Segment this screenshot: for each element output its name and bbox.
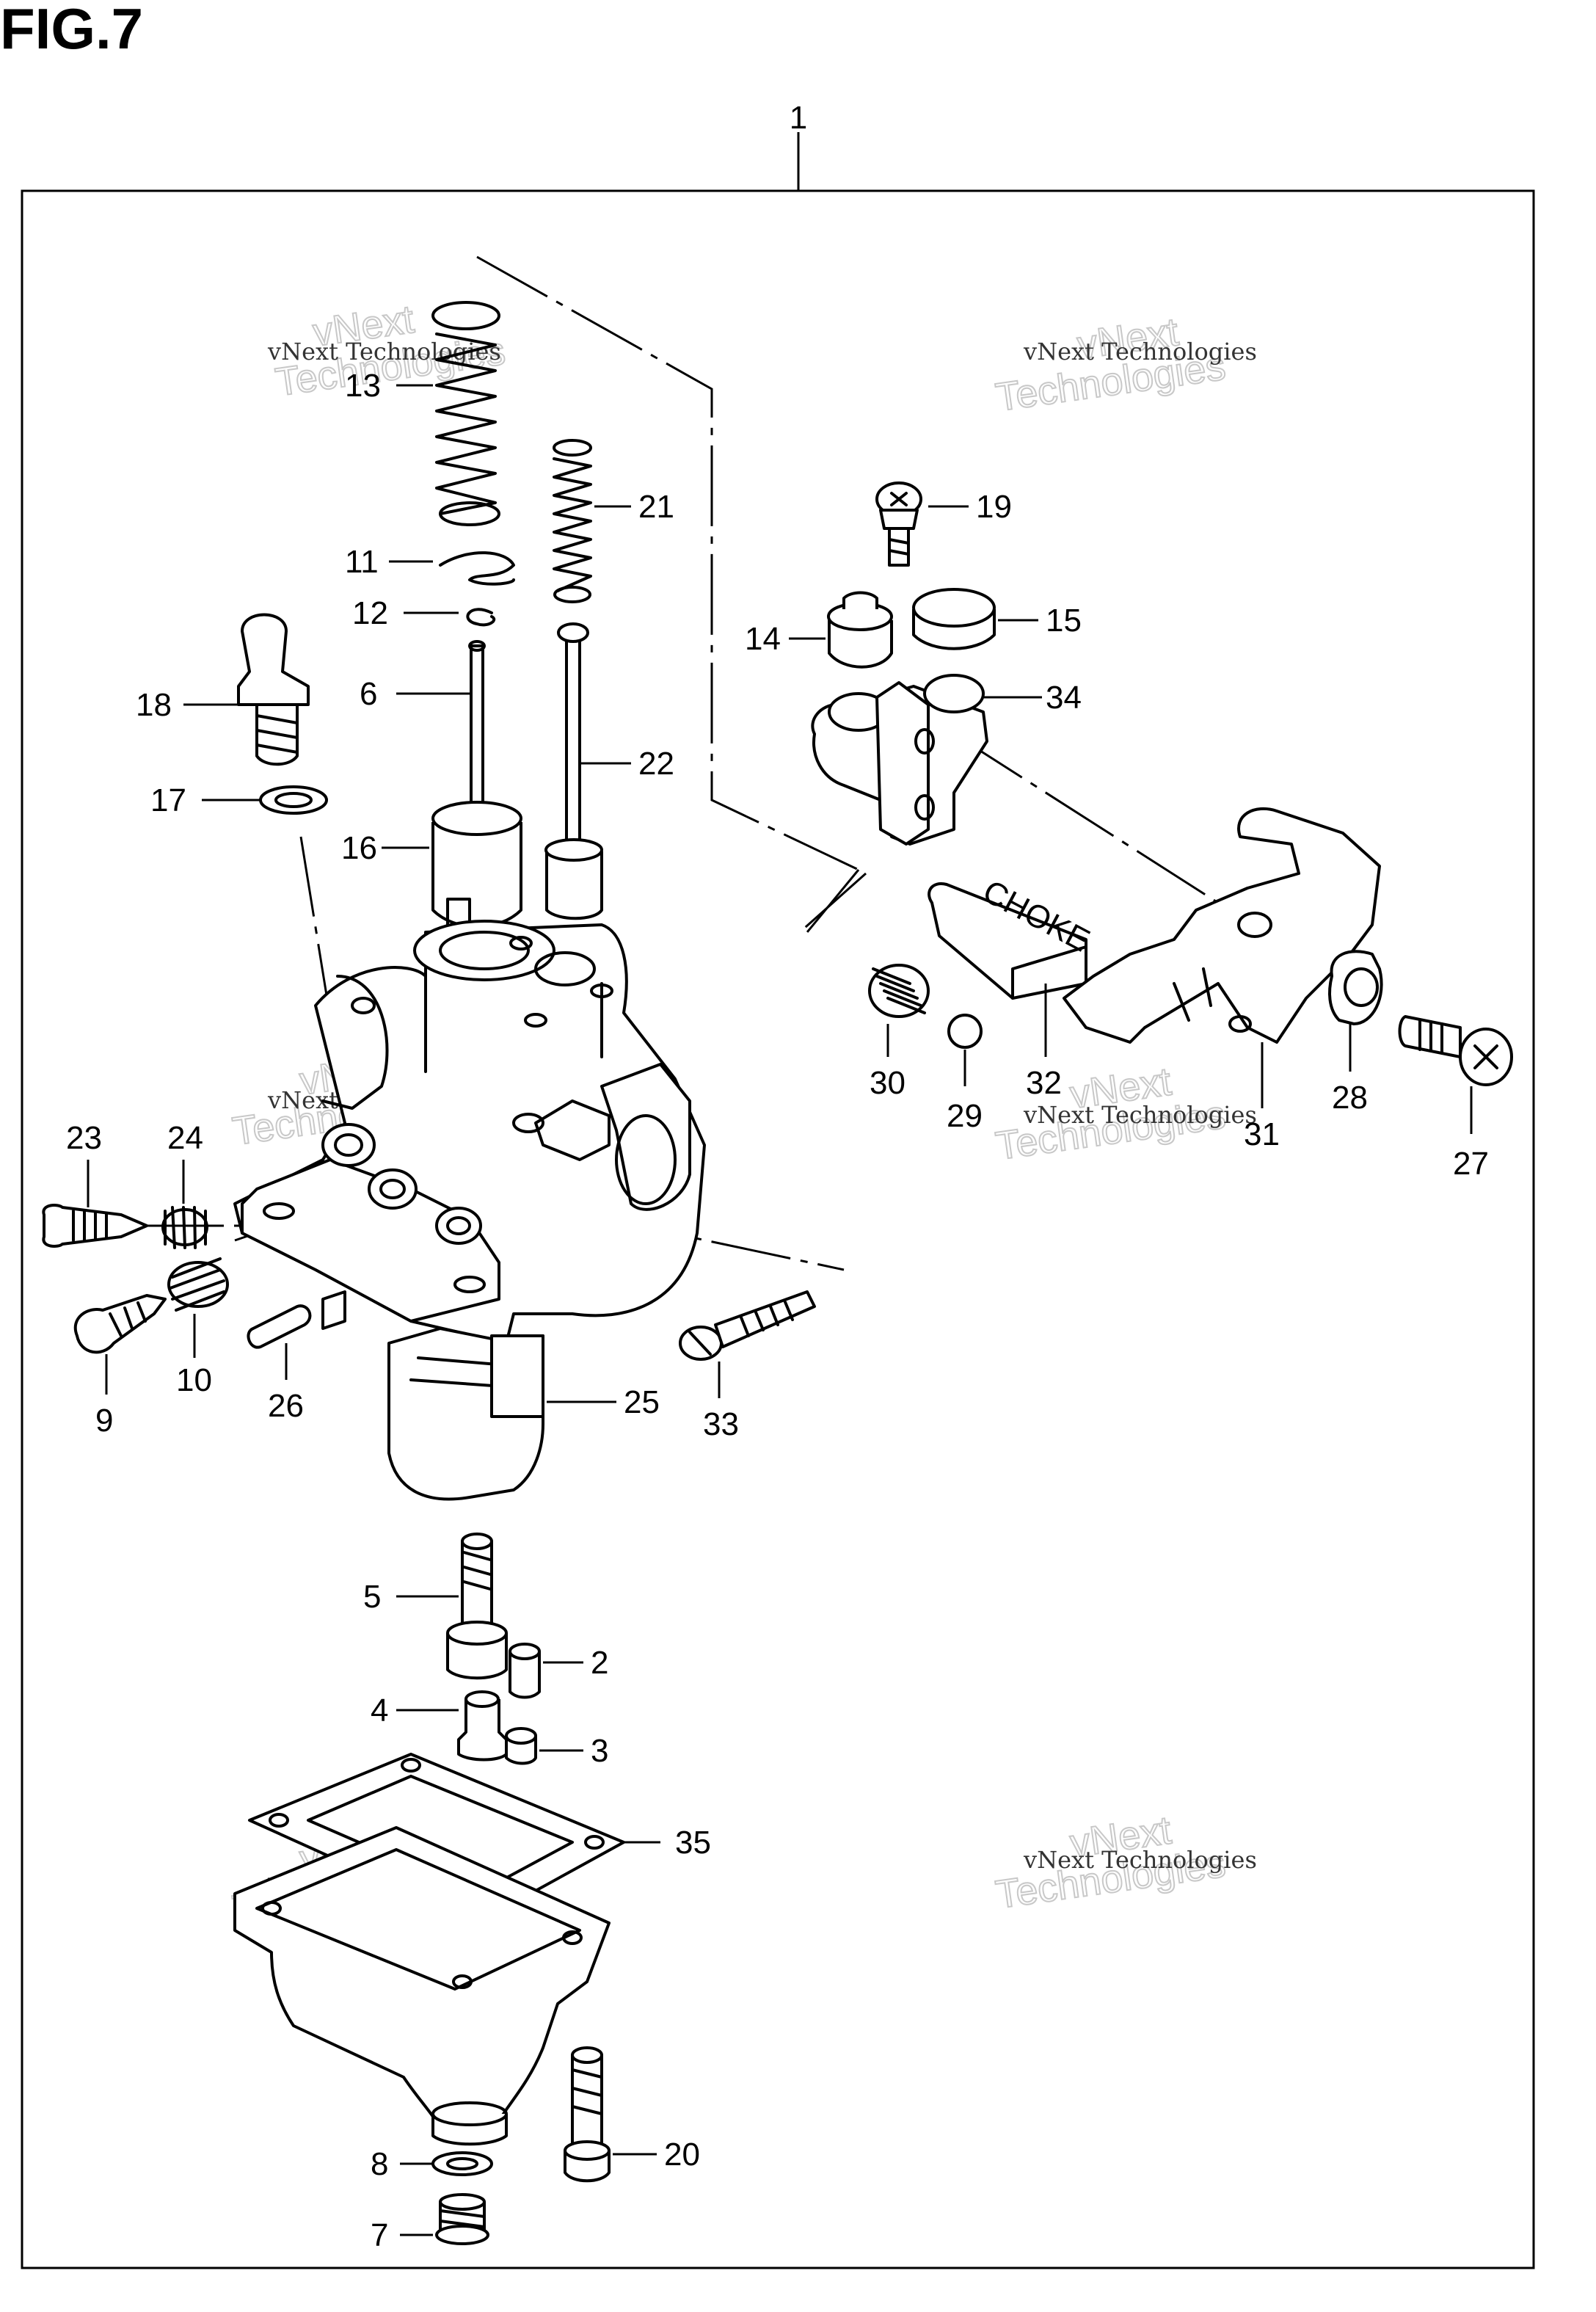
ball-29 [947,1014,983,1049]
spring-13 [431,301,500,526]
e-ring-12 [466,608,496,627]
screw-19 [875,481,922,567]
label-33: 33 [703,1406,739,1442]
label-18: 18 [136,687,172,723]
cap-15 [912,588,996,650]
assembly-frame [21,189,1535,2269]
jet-needle-6 [468,640,486,816]
label-30: 30 [870,1065,906,1101]
label-34: 34 [1046,680,1082,716]
main-jet-4 [457,1690,508,1762]
figure-title: FIG.7 [0,0,144,61]
label-24: 24 [167,1120,203,1156]
label-4: 4 [371,1693,388,1728]
label-21: 21 [638,489,674,525]
idle-screw-9 [73,1294,167,1354]
label-14: 14 [745,621,781,657]
label-11: 11 [345,544,379,580]
spring-24 [161,1206,208,1249]
small-jet-3 [505,1727,537,1765]
spring-30 [868,964,930,1018]
air-screw-23 [42,1204,148,1248]
fuel-fitting-18 [237,613,310,766]
label-8: 8 [371,2146,388,2182]
label-22: 22 [638,746,674,782]
washer-8 [431,2151,493,2176]
screw-33 [679,1290,816,1361]
throttle-valve-16 [431,801,522,934]
label-5: 5 [363,1579,381,1615]
clip-11 [439,551,515,586]
label-26: 26 [268,1388,304,1424]
label-23: 23 [66,1120,102,1156]
cap-14 [827,591,893,669]
pin-26 [247,1304,312,1349]
label-2: 2 [591,1645,608,1681]
label-31: 31 [1244,1116,1280,1152]
choke-plate-32: CHOKE [928,873,1096,1000]
watermark-text: vNext Technologies [1023,338,1257,366]
label-17: 17 [150,782,186,818]
label-12: 12 [352,595,388,631]
label-28: 28 [1332,1080,1368,1116]
label-13: 13 [345,368,381,404]
watermark-text: vNext Technologies [1023,1101,1257,1129]
screw-27 [1398,1015,1513,1086]
label-29: 29 [947,1098,983,1134]
label-1: 1 [790,100,807,136]
label-15: 15 [1046,603,1082,639]
label-9: 9 [95,1403,113,1439]
label-32: 32 [1026,1065,1062,1101]
choke-housing-34 [811,674,988,846]
drain-screw-7 [435,2193,489,2245]
label-35: 35 [675,1825,711,1861]
jet-2 [509,1643,541,1699]
float-bowl [233,1826,611,2146]
label-7: 7 [371,2217,388,2253]
label-3: 3 [591,1733,608,1769]
label-25: 25 [624,1384,660,1420]
carburetor-body [233,920,706,1501]
label-10: 10 [176,1362,212,1398]
label-19: 19 [976,489,1012,525]
needle-jet-5 [446,1533,508,1680]
label-27: 27 [1453,1146,1489,1182]
washer-28 [1328,950,1383,1025]
washer-17 [259,785,328,815]
label-20: 20 [664,2137,700,2173]
spring-21 [553,439,592,603]
label-16: 16 [341,830,377,866]
choke-plunger-22 [544,622,603,920]
watermark-text: vNext Technologies [1023,1846,1257,1874]
label-6: 6 [360,676,377,712]
spring-10 [167,1257,229,1312]
watermark-text: vNext Technologies [267,338,501,366]
bolt-20 [564,2046,611,2183]
